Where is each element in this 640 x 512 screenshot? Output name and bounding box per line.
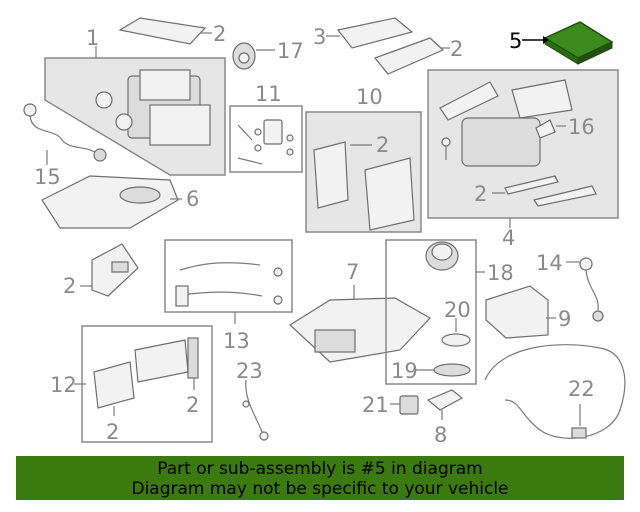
callout-10: 10 bbox=[356, 85, 383, 109]
part-main-case-7: 7 bbox=[289, 260, 431, 363]
group-13-pipes: 13 bbox=[164, 239, 293, 353]
callout-3: 3 bbox=[313, 25, 326, 49]
part-filter-frame-top: 2 bbox=[118, 17, 226, 46]
callout-9: 9 bbox=[558, 307, 571, 331]
callout-19: 19 bbox=[391, 359, 418, 383]
callout-8: 8 bbox=[434, 423, 447, 447]
callout-2-c: 2 bbox=[376, 133, 389, 157]
part-lower-case-6: 6 bbox=[41, 175, 199, 229]
callout-14: 14 bbox=[536, 251, 563, 275]
part-duct-9: 9 bbox=[485, 285, 571, 339]
callout-7: 7 bbox=[346, 260, 359, 284]
callout-1: 1 bbox=[86, 26, 99, 50]
callout-2-a: 2 bbox=[213, 22, 226, 46]
banner-line-1: Part or sub-assembly is #5 in diagram bbox=[157, 459, 483, 479]
callout-21: 21 bbox=[362, 393, 389, 417]
callout-2-e: 2 bbox=[63, 274, 76, 298]
callout-11: 11 bbox=[255, 82, 282, 106]
banner-line-2: Diagram may not be specific to your vehi… bbox=[131, 479, 509, 499]
part-harness-22: 22 bbox=[484, 344, 626, 439]
callout-12: 12 bbox=[50, 373, 77, 397]
part-hose-23: 23 bbox=[236, 359, 269, 441]
callout-2-f: 2 bbox=[106, 420, 119, 444]
callout-2-b: 2 bbox=[450, 37, 463, 61]
parts-diagram: 1 2 17 3 2 5 bbox=[23, 17, 626, 447]
callout-20: 20 bbox=[444, 298, 471, 322]
info-banner: Part or sub-assembly is #5 in diagram Di… bbox=[16, 456, 624, 500]
part-connector-21: 21 bbox=[362, 393, 419, 417]
callout-16: 16 bbox=[568, 115, 595, 139]
callout-2-g: 2 bbox=[186, 393, 199, 417]
part-duct-3: 3 bbox=[313, 17, 414, 49]
callout-13: 13 bbox=[223, 329, 250, 353]
callout-4: 4 bbox=[502, 226, 515, 250]
group-10-evaporator: 2 10 bbox=[305, 85, 422, 233]
part-harness-15: 15 bbox=[23, 103, 107, 189]
callout-6: 6 bbox=[186, 187, 199, 211]
callout-2-d: 2 bbox=[474, 182, 487, 206]
group-1-hvac-case: 1 bbox=[44, 26, 226, 176]
callout-17: 17 bbox=[277, 39, 304, 63]
group-12-heater-core: 12 2 2 bbox=[50, 325, 213, 444]
callout-22: 22 bbox=[568, 377, 595, 401]
part-cabin-air-filter-5: 5 bbox=[509, 21, 614, 65]
part-actuator-17: 17 bbox=[232, 39, 304, 70]
group-4-blower-case: 16 2 4 bbox=[427, 69, 619, 250]
callout-23: 23 bbox=[236, 359, 263, 383]
callout-5: 5 bbox=[509, 29, 522, 53]
part-seal-2-left: 2 bbox=[63, 243, 139, 298]
part-bracket-8: 8 bbox=[426, 389, 464, 447]
callout-18: 18 bbox=[487, 261, 514, 285]
part-harness-14: 14 bbox=[536, 251, 604, 322]
part-seal-2-top: 2 bbox=[374, 37, 463, 75]
group-18-blower: 20 19 18 bbox=[385, 239, 514, 385]
callout-15: 15 bbox=[34, 165, 61, 189]
group-11-hardware: 11 bbox=[229, 82, 303, 173]
